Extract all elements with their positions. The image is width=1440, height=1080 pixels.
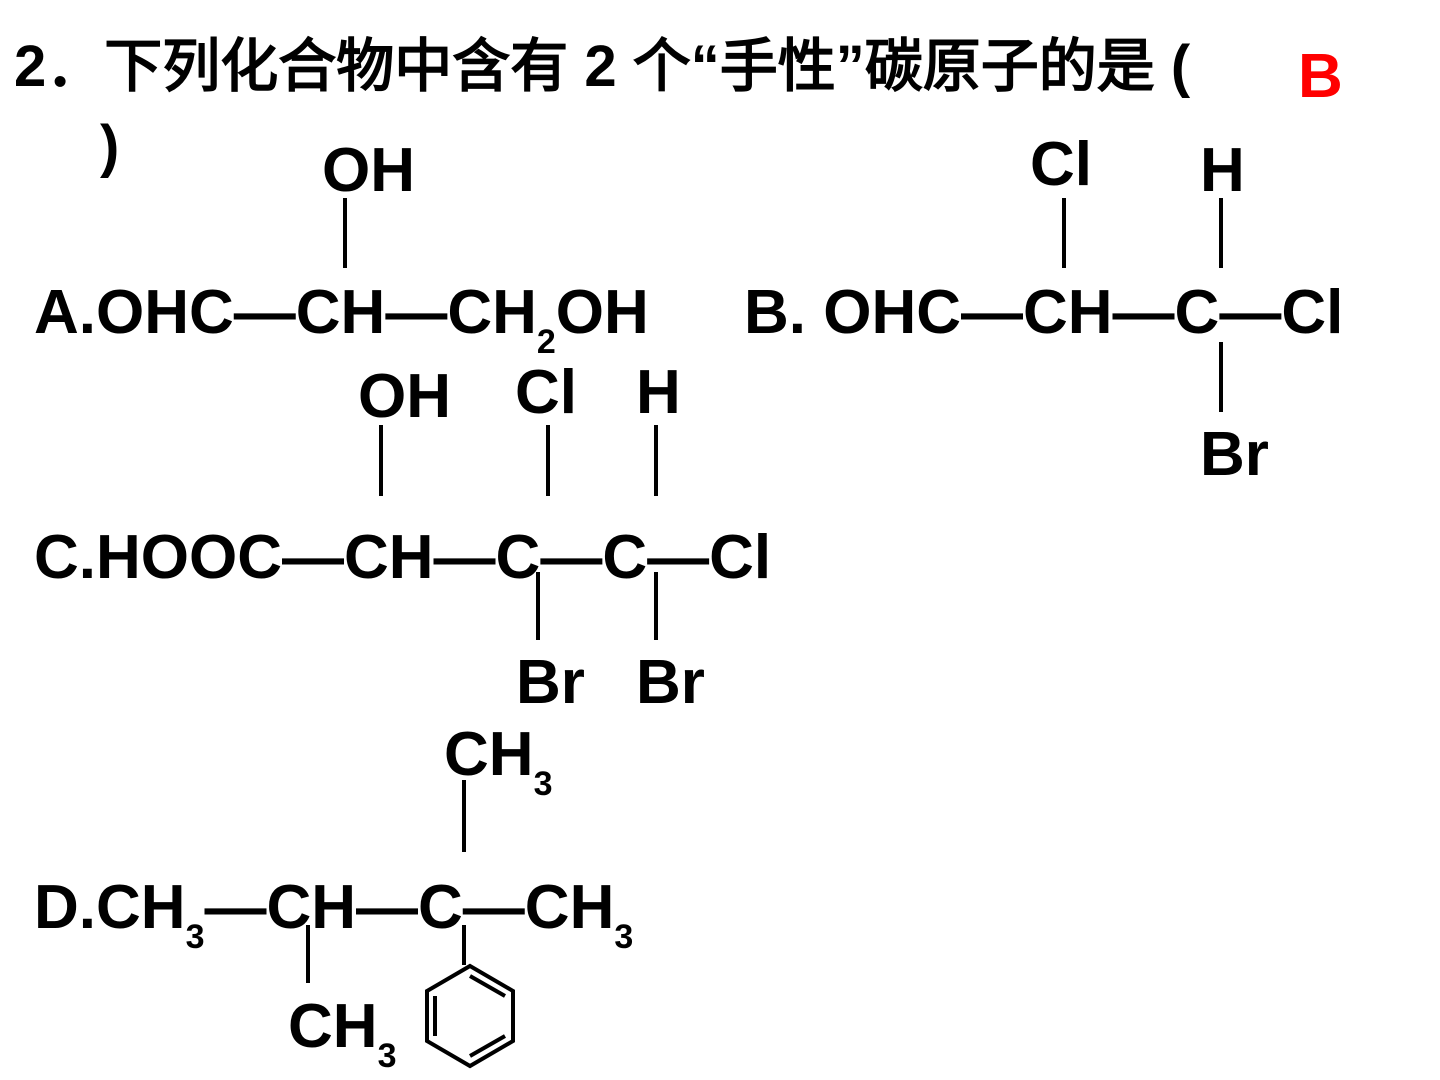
question-close-paren: )	[100, 114, 120, 179]
option-d-formula-part-1: D.CH	[34, 873, 186, 942]
option-d-top-ch3: CH3	[444, 724, 552, 802]
option-a-oh: OH	[322, 136, 415, 205]
option-c-cl: Cl	[515, 358, 577, 427]
option-d-formula: D.CH3—CH—C—CH3	[34, 877, 633, 955]
option-c-formula: C.HOOC—CH—C—C—Cl	[34, 523, 772, 592]
option-c-h: H	[636, 358, 681, 427]
option-d-bottom-ch: CH	[288, 992, 378, 1061]
option-d-formula-part-2: —CH—C—CH	[204, 873, 615, 942]
benzene-inner-bond-1	[469, 974, 506, 998]
option-d-top-subscript: 3	[533, 765, 553, 803]
option-d-bottom-ch3: CH3	[288, 996, 396, 1074]
option-d-subscript-2: 3	[614, 918, 634, 956]
option-b-h: H	[1200, 136, 1245, 205]
option-c-br-2: Br	[636, 648, 705, 717]
option-b-formula: B. OHC—CH—C—Cl	[744, 278, 1344, 347]
option-d-top-ch: CH	[444, 720, 534, 789]
option-a-formula: A.OHC—CH—CH2OH	[34, 282, 649, 360]
answer-label: B	[1298, 42, 1343, 111]
option-a-subscript: 2	[536, 323, 556, 361]
option-c-oh: OH	[358, 362, 451, 431]
question-text: 2．下列化合物中含有 2 个“手性”碳原子的是 (	[14, 34, 1191, 99]
option-a-formula-suffix: OH	[555, 278, 649, 347]
option-d-subscript-1: 3	[185, 918, 205, 956]
option-c-br-1: Br	[516, 648, 585, 717]
benzene-inner-bond-2	[469, 1034, 506, 1058]
benzene-ring	[425, 963, 515, 1069]
option-d-bottom-subscript: 3	[377, 1037, 397, 1075]
option-b-cl: Cl	[1030, 130, 1092, 199]
option-b-br: Br	[1200, 420, 1269, 489]
option-a-formula-prefix: A.OHC—CH—CH	[34, 278, 537, 347]
